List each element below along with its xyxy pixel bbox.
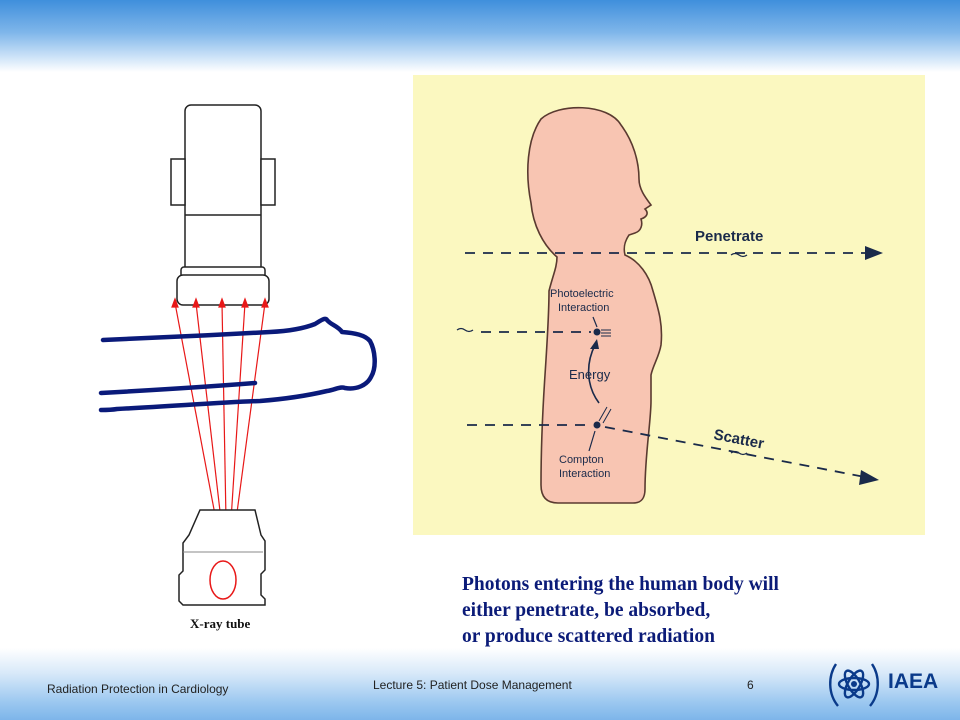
photoelectric-label-line-2: Interaction xyxy=(558,302,609,314)
xray-tube-icon xyxy=(178,509,266,606)
iaea-logo-text: IAEA xyxy=(888,670,939,693)
caption-line-3: or produce scattered radiation xyxy=(462,626,715,647)
xray-beam xyxy=(171,297,269,521)
page-number: 6 xyxy=(747,678,754,692)
caption-text: Photons entering the human body will eit… xyxy=(462,572,932,650)
compton-label: Compton Interaction xyxy=(559,454,610,480)
photon-interaction-figure: Penetrate Photoelectric Interaction Ener… xyxy=(413,75,925,535)
compton-label-line-1: Compton xyxy=(559,454,604,466)
photoelectric-label-line-1: Photoelectric xyxy=(550,288,614,300)
caption-line-1: Photons entering the human body will xyxy=(462,574,779,595)
caption-line-2: either penetrate, be absorbed, xyxy=(462,600,711,621)
image-intensifier-icon xyxy=(170,104,276,306)
compton-label-line-2: Interaction xyxy=(559,468,610,480)
energy-label: Energy xyxy=(569,367,611,382)
figure-background xyxy=(413,75,925,535)
xray-geometry-figure xyxy=(98,104,377,606)
photoelectric-label: Photoelectric Interaction xyxy=(550,288,617,314)
course-title: Radiation Protection in Cardiology xyxy=(47,682,229,696)
human-torso-silhouette xyxy=(527,106,663,504)
iaea-logo-icon xyxy=(829,663,879,707)
patient-outline xyxy=(98,316,377,413)
header-band xyxy=(0,0,960,72)
footer-band xyxy=(0,648,960,720)
penetrate-label: Penetrate xyxy=(695,228,763,245)
lecture-title: Lecture 5: Patient Dose Management xyxy=(373,678,572,692)
xray-tube-label: X-ray tube xyxy=(190,616,251,631)
